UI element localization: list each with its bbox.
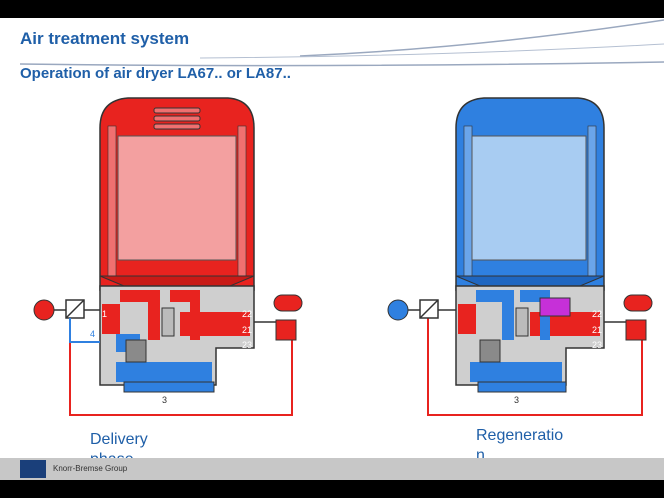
compressor-inlet-icon: [33, 299, 55, 321]
air-dryer-regeneration-diagram: 3 22 21 23: [387, 97, 653, 416]
reservoir-22-icon: [623, 294, 653, 312]
port-label-4: 4: [90, 329, 95, 339]
desiccant-cartridge: [471, 135, 587, 261]
port-label-3: 3: [514, 395, 519, 405]
decorative-swoosh: [19, 19, 664, 67]
bottom-black-bar: [0, 480, 664, 498]
port-label-22: 22: [592, 309, 602, 319]
port-label-21: 21: [592, 325, 602, 335]
port-label-22: 22: [242, 309, 252, 319]
port-label-1: 1: [102, 309, 107, 319]
air-dryer-delivery-diagram: 1 4 3 22 21 23: [33, 97, 303, 416]
reservoir-21-icon: [625, 319, 647, 341]
caption-regeneration: Regeneration: [476, 427, 564, 464]
footer-company: Knorr-Bremse Group: [53, 464, 128, 473]
page-title: Air treatment system: [20, 29, 190, 48]
top-black-bar: [0, 0, 664, 18]
page-subtitle: Operation of air dryer LA67.. or LA87..: [20, 65, 291, 82]
compressor-inlet-icon: [387, 299, 409, 321]
knorr-bremse-logo-icon: [20, 460, 46, 478]
footer-bar: [0, 458, 664, 480]
regeneration-valve: [539, 297, 571, 317]
port-label-23: 23: [242, 340, 252, 350]
desiccant-cartridge: [117, 135, 237, 261]
port-label-23: 23: [592, 340, 602, 350]
port-label-21: 21: [242, 325, 252, 335]
reservoir-22-icon: [273, 294, 303, 312]
port-label-3: 3: [162, 395, 167, 405]
reservoir-21-icon: [275, 319, 297, 341]
